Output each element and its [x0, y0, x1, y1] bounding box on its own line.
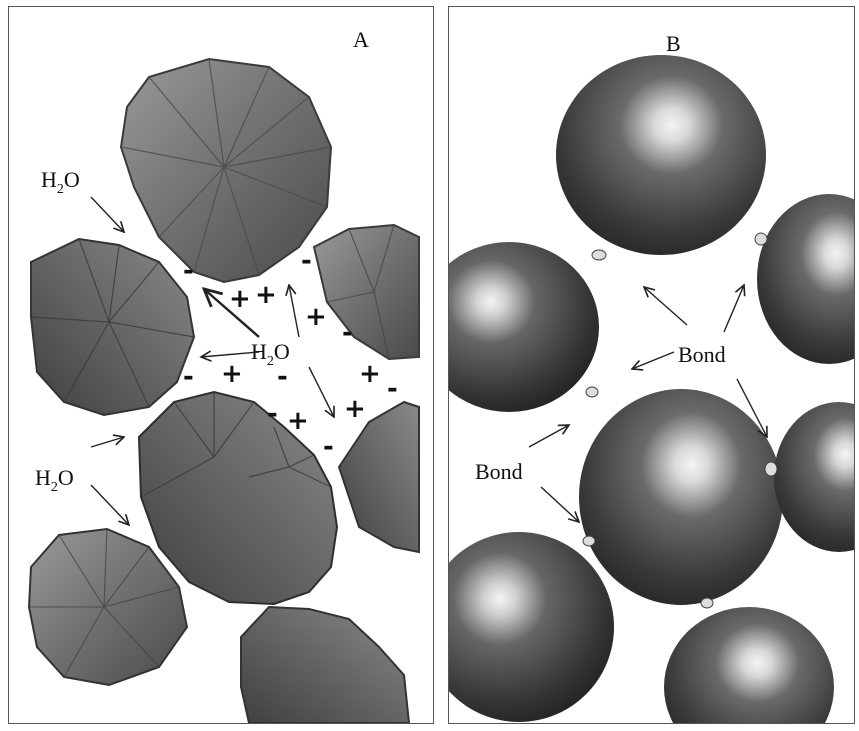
water-label-sub: 2	[57, 182, 64, 197]
particle-right-upper	[314, 225, 419, 359]
minus-sign: -	[267, 399, 278, 429]
minus-sign: -	[342, 318, 353, 348]
water-label-main: H	[41, 167, 57, 192]
minus-sign: -	[323, 432, 334, 462]
svg-text:H2O: H2O	[41, 167, 80, 197]
sphere-left	[449, 242, 599, 412]
panel-a-letter: A	[353, 27, 369, 52]
sphere-right-lower	[774, 402, 854, 552]
water-label-bottom: H2O	[35, 465, 74, 495]
minus-sign: -	[301, 246, 312, 276]
panel-b-letter: B	[666, 31, 681, 56]
sphere-bottom-right	[664, 607, 834, 723]
plus-sign: +	[229, 284, 251, 314]
particle-right-middle	[339, 402, 419, 552]
water-label-tail: O	[64, 167, 80, 192]
plus-sign: +	[305, 302, 327, 332]
panel-b: B Bond Bond	[448, 6, 855, 724]
minus-sign: -	[277, 362, 288, 392]
bond-label-left: Bond	[475, 459, 523, 484]
bond-label-right: Bond	[678, 342, 726, 367]
plus-sign: +	[359, 359, 381, 389]
particle-top	[121, 59, 331, 282]
minus-sign: -	[387, 374, 398, 404]
water-label-top: H2O	[41, 167, 80, 197]
svg-text:H2O: H2O	[35, 465, 74, 495]
panel-b-drawing: B Bond Bond	[449, 7, 854, 723]
plus-sign: +	[287, 406, 309, 436]
sphere-top	[556, 55, 766, 255]
panel-a-drawing: A H2O H2O H2O +	[9, 7, 433, 723]
panel-a: A H2O H2O H2O +	[8, 6, 434, 724]
plus-sign: +	[344, 394, 366, 424]
plus-sign: +	[221, 359, 243, 389]
sphere-right-upper	[757, 194, 854, 364]
sphere-bottom-left	[449, 532, 614, 722]
sphere-center	[579, 389, 783, 605]
particle-bottom-right	[241, 607, 409, 723]
minus-sign: -	[183, 256, 194, 286]
minus-sign: -	[183, 362, 194, 392]
plus-sign: +	[255, 280, 277, 310]
particle-left	[31, 239, 194, 415]
